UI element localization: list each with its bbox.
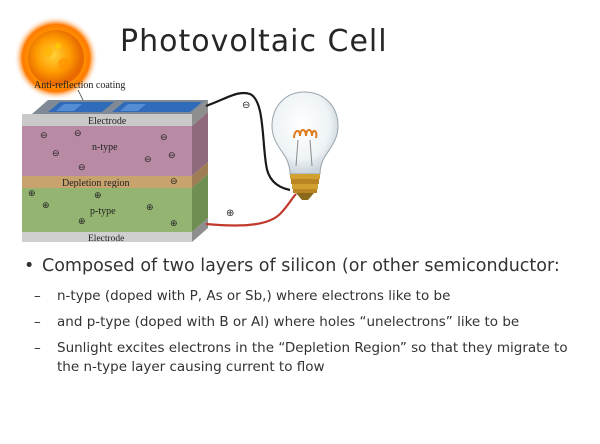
bottom-electrode-label: Electrode	[88, 234, 124, 244]
hole-symbol: ⊕	[28, 188, 36, 198]
hole-symbol: ⊕	[146, 202, 154, 212]
electron-symbol: ⊖	[168, 150, 176, 160]
bottom-electrode	[22, 232, 192, 242]
top-electrode	[22, 114, 192, 126]
dash-glyph: –	[34, 288, 41, 304]
sub-bullet-text: n-type (doped with P, As or Sb,) where e…	[57, 288, 451, 304]
sub-bullet-p-type: – and p-type (doped with B or Al) where …	[22, 313, 592, 332]
main-bullet: • Composed of two layers of silicon (or …	[22, 254, 592, 278]
pv-cell-diagram: Anti-reflection coating Electrode n-type…	[18, 78, 350, 250]
electron-symbol: ⊖	[144, 154, 152, 164]
sub-bullet-sunlight: – Sunlight excites electrons in the “Dep…	[22, 339, 592, 377]
bullet-glyph: •	[24, 256, 35, 276]
p-type-label: p-type	[90, 206, 116, 217]
electron-symbol: ⊖	[78, 162, 86, 172]
electron-symbol: ⊖	[52, 148, 60, 158]
hole-symbol: ⊕	[42, 200, 50, 210]
electron-symbol: ⊖	[40, 130, 48, 140]
n-type-label: n-type	[92, 142, 118, 153]
hole-symbol: ⊕	[78, 216, 86, 226]
depletion-label: Depletion region	[62, 178, 129, 189]
bullet-list: • Composed of two layers of silicon (or …	[22, 254, 592, 377]
electron-symbol: ⊖	[74, 128, 82, 138]
hole-symbol: ⊕	[94, 190, 102, 200]
hole-symbol: ⊕	[170, 218, 178, 228]
sun-icon	[14, 16, 98, 100]
dash-glyph: –	[34, 314, 41, 330]
main-bullet-text: Composed of two layers of silicon (or ot…	[42, 256, 560, 276]
positive-wire	[205, 193, 297, 227]
top-electrode-label: Electrode	[88, 116, 127, 127]
slide-title: Photovoltaic Cell	[120, 24, 388, 59]
light-bulb-icon	[271, 91, 339, 200]
sub-bullet-text: Sunlight excites electrons in the “Deple…	[57, 340, 568, 375]
electron-symbol: ⊖	[170, 176, 178, 186]
electron-symbol: ⊖	[160, 132, 168, 142]
negative-wire	[205, 91, 291, 192]
p-type-layer	[22, 188, 192, 232]
wire-electron-symbol: ⊖	[242, 100, 250, 111]
n-type-layer	[22, 126, 192, 176]
sub-bullet-text: and p-type (doped with B or Al) where ho…	[57, 314, 520, 330]
depletion-region	[22, 176, 192, 188]
dash-glyph: –	[34, 340, 41, 356]
sub-bullet-n-type: – n-type (doped with P, As or Sb,) where…	[22, 287, 592, 306]
coating-label: Anti-reflection coating	[34, 80, 125, 91]
wire-hole-symbol: ⊕	[226, 208, 234, 219]
